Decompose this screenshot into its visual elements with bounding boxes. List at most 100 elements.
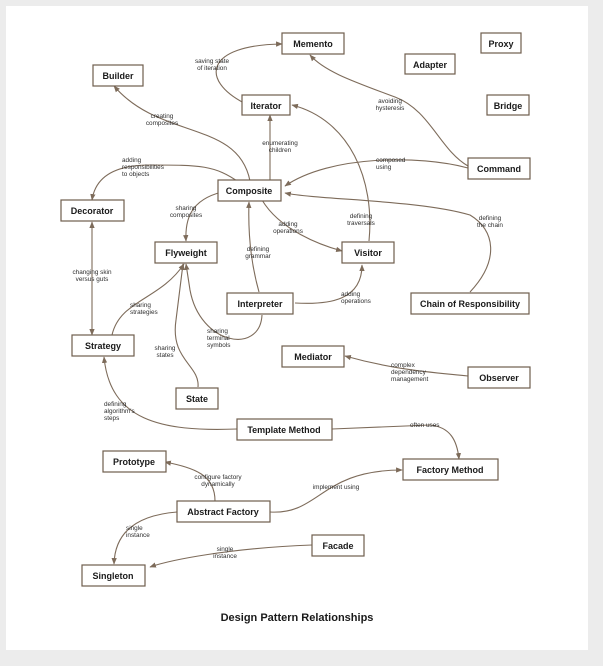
label-implement-using: implement using — [313, 484, 360, 491]
node-chain-of-responsibility: Chain of Responsibility — [410, 292, 530, 315]
node-decorator: Decorator — [60, 199, 125, 222]
label-line: algorithm's — [104, 408, 135, 415]
label-line: operations — [273, 228, 303, 235]
node-label: Adapter — [413, 60, 448, 70]
node-box — [175, 387, 219, 410]
node-command: Command — [467, 157, 531, 180]
node-box — [176, 500, 271, 523]
node-label: Composite — [226, 186, 273, 196]
edge-composite-builder — [113, 85, 251, 182]
node-box — [467, 157, 531, 180]
node-proxy: Proxy — [480, 32, 522, 54]
node-label: Factory Method — [416, 465, 483, 475]
node-abstract-factory: Abstract Factory — [176, 500, 271, 523]
node-box — [236, 418, 333, 441]
node-label: Chain of Responsibility — [420, 299, 520, 309]
label-line: adding — [122, 157, 142, 164]
node-label: Template Method — [247, 425, 320, 435]
label-line: symbols — [207, 342, 230, 349]
edge-template-strategy — [101, 356, 238, 430]
label-line: operations — [341, 298, 371, 305]
node-iterator: Iterator — [241, 94, 291, 116]
node-composite: Composite — [217, 179, 282, 202]
node-label: Prototype — [113, 457, 155, 467]
node-label: Facade — [322, 541, 353, 551]
node-box — [92, 64, 144, 87]
label-line: defining — [247, 246, 270, 253]
node-box — [81, 564, 146, 587]
node-visitor: Visitor — [341, 241, 395, 264]
label-line: single — [126, 525, 143, 532]
node-memento: Memento — [281, 32, 345, 55]
node-box — [404, 53, 456, 75]
label-line: the chain — [477, 222, 503, 229]
edge-abstractfactory-prototype — [164, 460, 216, 502]
label-line: sharing — [207, 328, 228, 335]
edge-chain-composite — [284, 191, 492, 293]
node-box — [281, 345, 345, 368]
edge-interpreter-composite — [246, 201, 260, 293]
diagram-title: Design Pattern Relationships — [221, 612, 374, 624]
node-box — [226, 292, 294, 315]
node-label: Flyweight — [165, 248, 207, 258]
label-line: dependency — [391, 369, 427, 376]
label-line: terminal — [207, 335, 230, 342]
label-line: using — [376, 164, 392, 171]
edge-strategy-flyweight — [111, 263, 185, 336]
edge-command-composite — [284, 159, 469, 187]
node-box — [467, 366, 531, 389]
label-line: instance — [213, 553, 237, 560]
node-label: Singleton — [93, 571, 134, 581]
node-label: Decorator — [71, 206, 114, 216]
node-prototype: Prototype — [102, 450, 167, 473]
node-box — [311, 534, 365, 557]
node-label: Bridge — [494, 101, 523, 111]
label-line: instance — [126, 532, 150, 539]
label-line: responsibilities — [122, 164, 164, 171]
label-line: sharing — [176, 205, 197, 212]
node-label: Abstract Factory — [187, 507, 259, 517]
edge-abstractfactory-factorymethod — [269, 467, 403, 513]
label-line: adding — [278, 221, 298, 228]
edge-composite-decorator — [90, 164, 241, 201]
label-line: sharing — [130, 302, 151, 309]
edge-abstractfactory-singleton — [111, 511, 178, 565]
label-line: creating — [151, 113, 174, 120]
node-interpreter: Interpreter — [226, 292, 294, 315]
node-box — [60, 199, 125, 222]
label-line: defining — [479, 215, 502, 222]
node-box — [402, 458, 499, 481]
node-label: Mediator — [294, 352, 332, 362]
label-line: to objects — [122, 171, 149, 178]
nodes: Memento Proxy Builder Adapter Iterator B… — [60, 32, 531, 587]
node-box — [480, 32, 522, 54]
node-label: Command — [477, 164, 521, 174]
label-line: states — [156, 352, 173, 359]
node-box — [341, 241, 395, 264]
label-line: saving state — [195, 58, 230, 65]
label-line: composites — [146, 120, 178, 127]
node-box — [486, 94, 530, 116]
label-line: composites — [170, 212, 202, 219]
label-often-uses: often uses — [410, 422, 440, 429]
node-observer: Observer — [467, 366, 531, 389]
label-line: grammar — [245, 253, 271, 260]
label-line: composed — [376, 157, 406, 164]
node-box — [281, 32, 345, 55]
node-strategy: Strategy — [71, 334, 135, 357]
edge-composite-flyweight — [183, 191, 223, 242]
node-box — [217, 179, 282, 202]
node-singleton: Singleton — [81, 564, 146, 587]
